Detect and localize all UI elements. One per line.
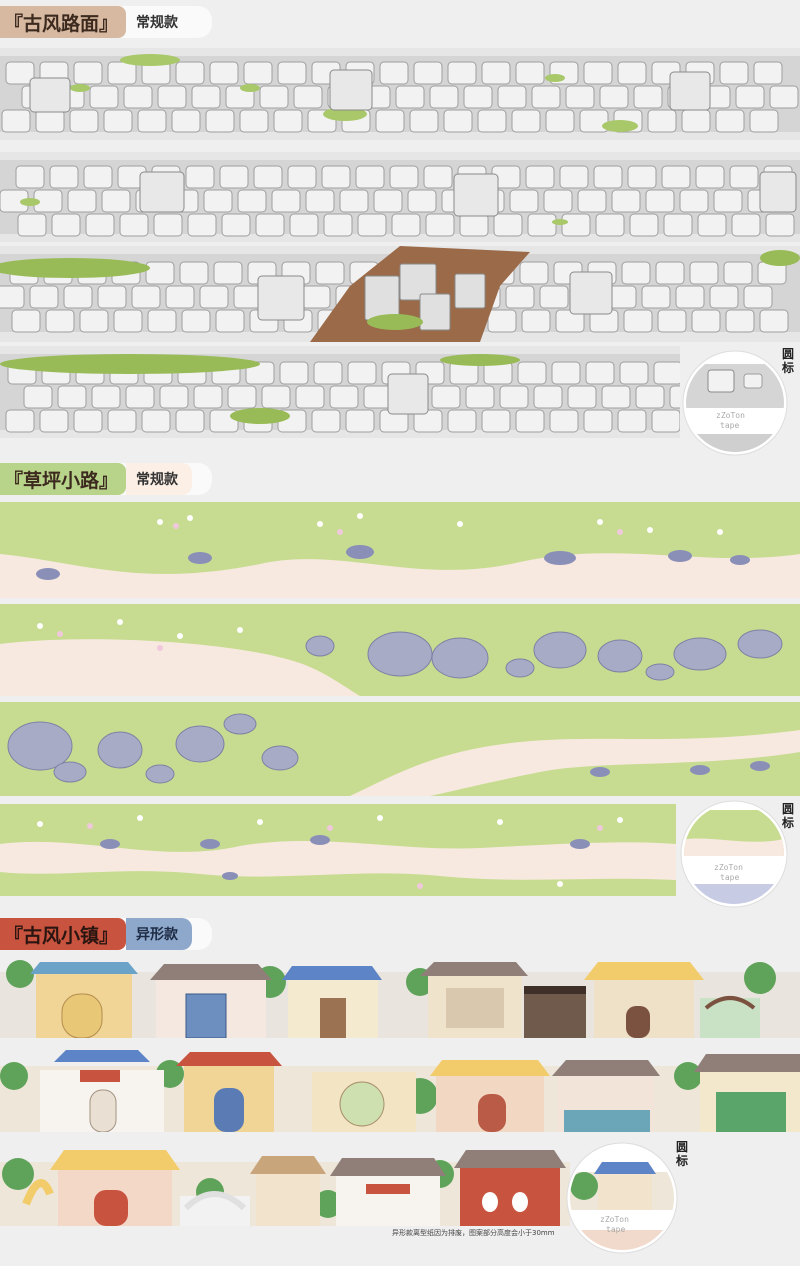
round-logo-sample: zZoTon tape [680, 800, 788, 908]
round-logo-label: 圆标 [676, 1140, 689, 1168]
grass-path-strip-3 [0, 702, 800, 796]
town-strip-2 [0, 1046, 800, 1132]
town-strip-1 [0, 958, 800, 1038]
logo-text: tape [720, 421, 739, 430]
stone-road-strip-1 [0, 48, 800, 140]
stone-road-strip-3 [0, 246, 800, 342]
logo-text: tape [606, 1225, 625, 1234]
logo-text: tape [720, 873, 739, 882]
section-title: 『草坪小路』 [0, 463, 127, 495]
logo-text: zZoTon [600, 1215, 629, 1224]
section-header-ancient-town: 『古风小镇』 异形款 [0, 918, 212, 950]
section-subtitle: 常规款 [126, 463, 193, 495]
round-logo-sample: zZoTon tape [566, 1142, 678, 1254]
round-logo-sample: zZoTon tape [682, 350, 788, 456]
section-header-grass-path: 『草坪小路』 常规款 [0, 463, 212, 495]
round-logo-label: 圆标 [782, 802, 795, 830]
grass-path-strip-1 [0, 502, 800, 598]
town-strip-3 [0, 1144, 570, 1226]
grass-path-strip-2 [0, 604, 800, 696]
stone-road-strip-4 [0, 346, 680, 438]
section-header-ancient-road: 『古风路面』 常规款 [0, 6, 212, 38]
round-logo-label: 圆标 [782, 347, 795, 375]
stone-road-strip-2 [0, 152, 800, 242]
section-title: 『古风路面』 [0, 6, 127, 38]
footnote: 异形款离型纸因为排废，图案部分高度会小于30mm [392, 1229, 555, 1237]
logo-text: zZoTon [716, 411, 745, 420]
section-subtitle: 常规款 [136, 15, 179, 31]
section-title: 『古风小镇』 [0, 918, 127, 950]
section-subtitle: 异形款 [126, 918, 193, 950]
grass-path-strip-4 [0, 804, 676, 896]
logo-text: zZoTon [714, 863, 743, 872]
